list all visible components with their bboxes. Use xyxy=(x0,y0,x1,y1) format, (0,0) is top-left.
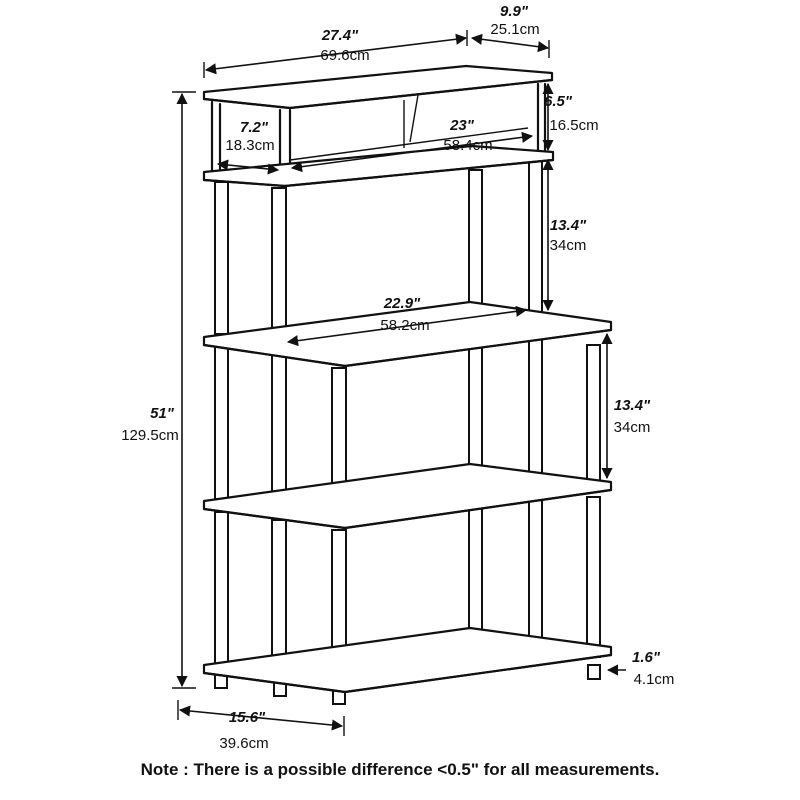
middle-gap-metric: 34cm xyxy=(614,419,651,436)
middle-gap-imperial: 13.4" xyxy=(614,397,651,414)
upper-gap-metric: 34cm xyxy=(550,237,587,254)
top-height-metric: 16.5cm xyxy=(549,117,598,134)
top-inner-width-imperial: 23" xyxy=(449,117,475,134)
foot-height-imperial: 1.6" xyxy=(632,649,661,666)
top-side-width-imperial: 7.2" xyxy=(240,119,269,136)
front-posts xyxy=(214,181,601,705)
overall-width-metric: 69.6cm xyxy=(320,47,369,64)
total-height-imperial: 51" xyxy=(150,405,175,422)
lower-shelf xyxy=(202,462,613,530)
top-inner-width-metric: 58.4cm xyxy=(443,137,492,154)
measurement-note: Note : There is a possible difference <0… xyxy=(140,760,660,779)
bottom-depth-imperial: 15.6" xyxy=(229,709,266,726)
top-height-imperial: 6.5" xyxy=(544,93,573,110)
foot-height-metric: 4.1cm xyxy=(634,671,675,688)
top-side-width-metric: 18.3cm xyxy=(225,137,274,154)
shelf-width-imperial: 22.9" xyxy=(383,295,421,312)
upper-gap-imperial: 13.4" xyxy=(550,217,587,234)
dimension-lines xyxy=(172,30,626,736)
overall-depth-metric: 25.1cm xyxy=(490,21,539,38)
total-height-metric: 129.5cm xyxy=(121,427,179,444)
shelf-width-metric: 58.2cm xyxy=(380,317,429,334)
dimension-labels: 27.4" 69.6cm 9.9" 25.1cm 6.5" 16.5cm 7.2… xyxy=(121,3,674,752)
back-posts xyxy=(468,159,543,641)
bottom-shelf xyxy=(202,626,613,694)
overall-width-imperial: 27.4" xyxy=(321,27,359,44)
bottom-depth-metric: 39.6cm xyxy=(219,735,268,752)
overall-depth-imperial: 9.9" xyxy=(500,3,529,20)
